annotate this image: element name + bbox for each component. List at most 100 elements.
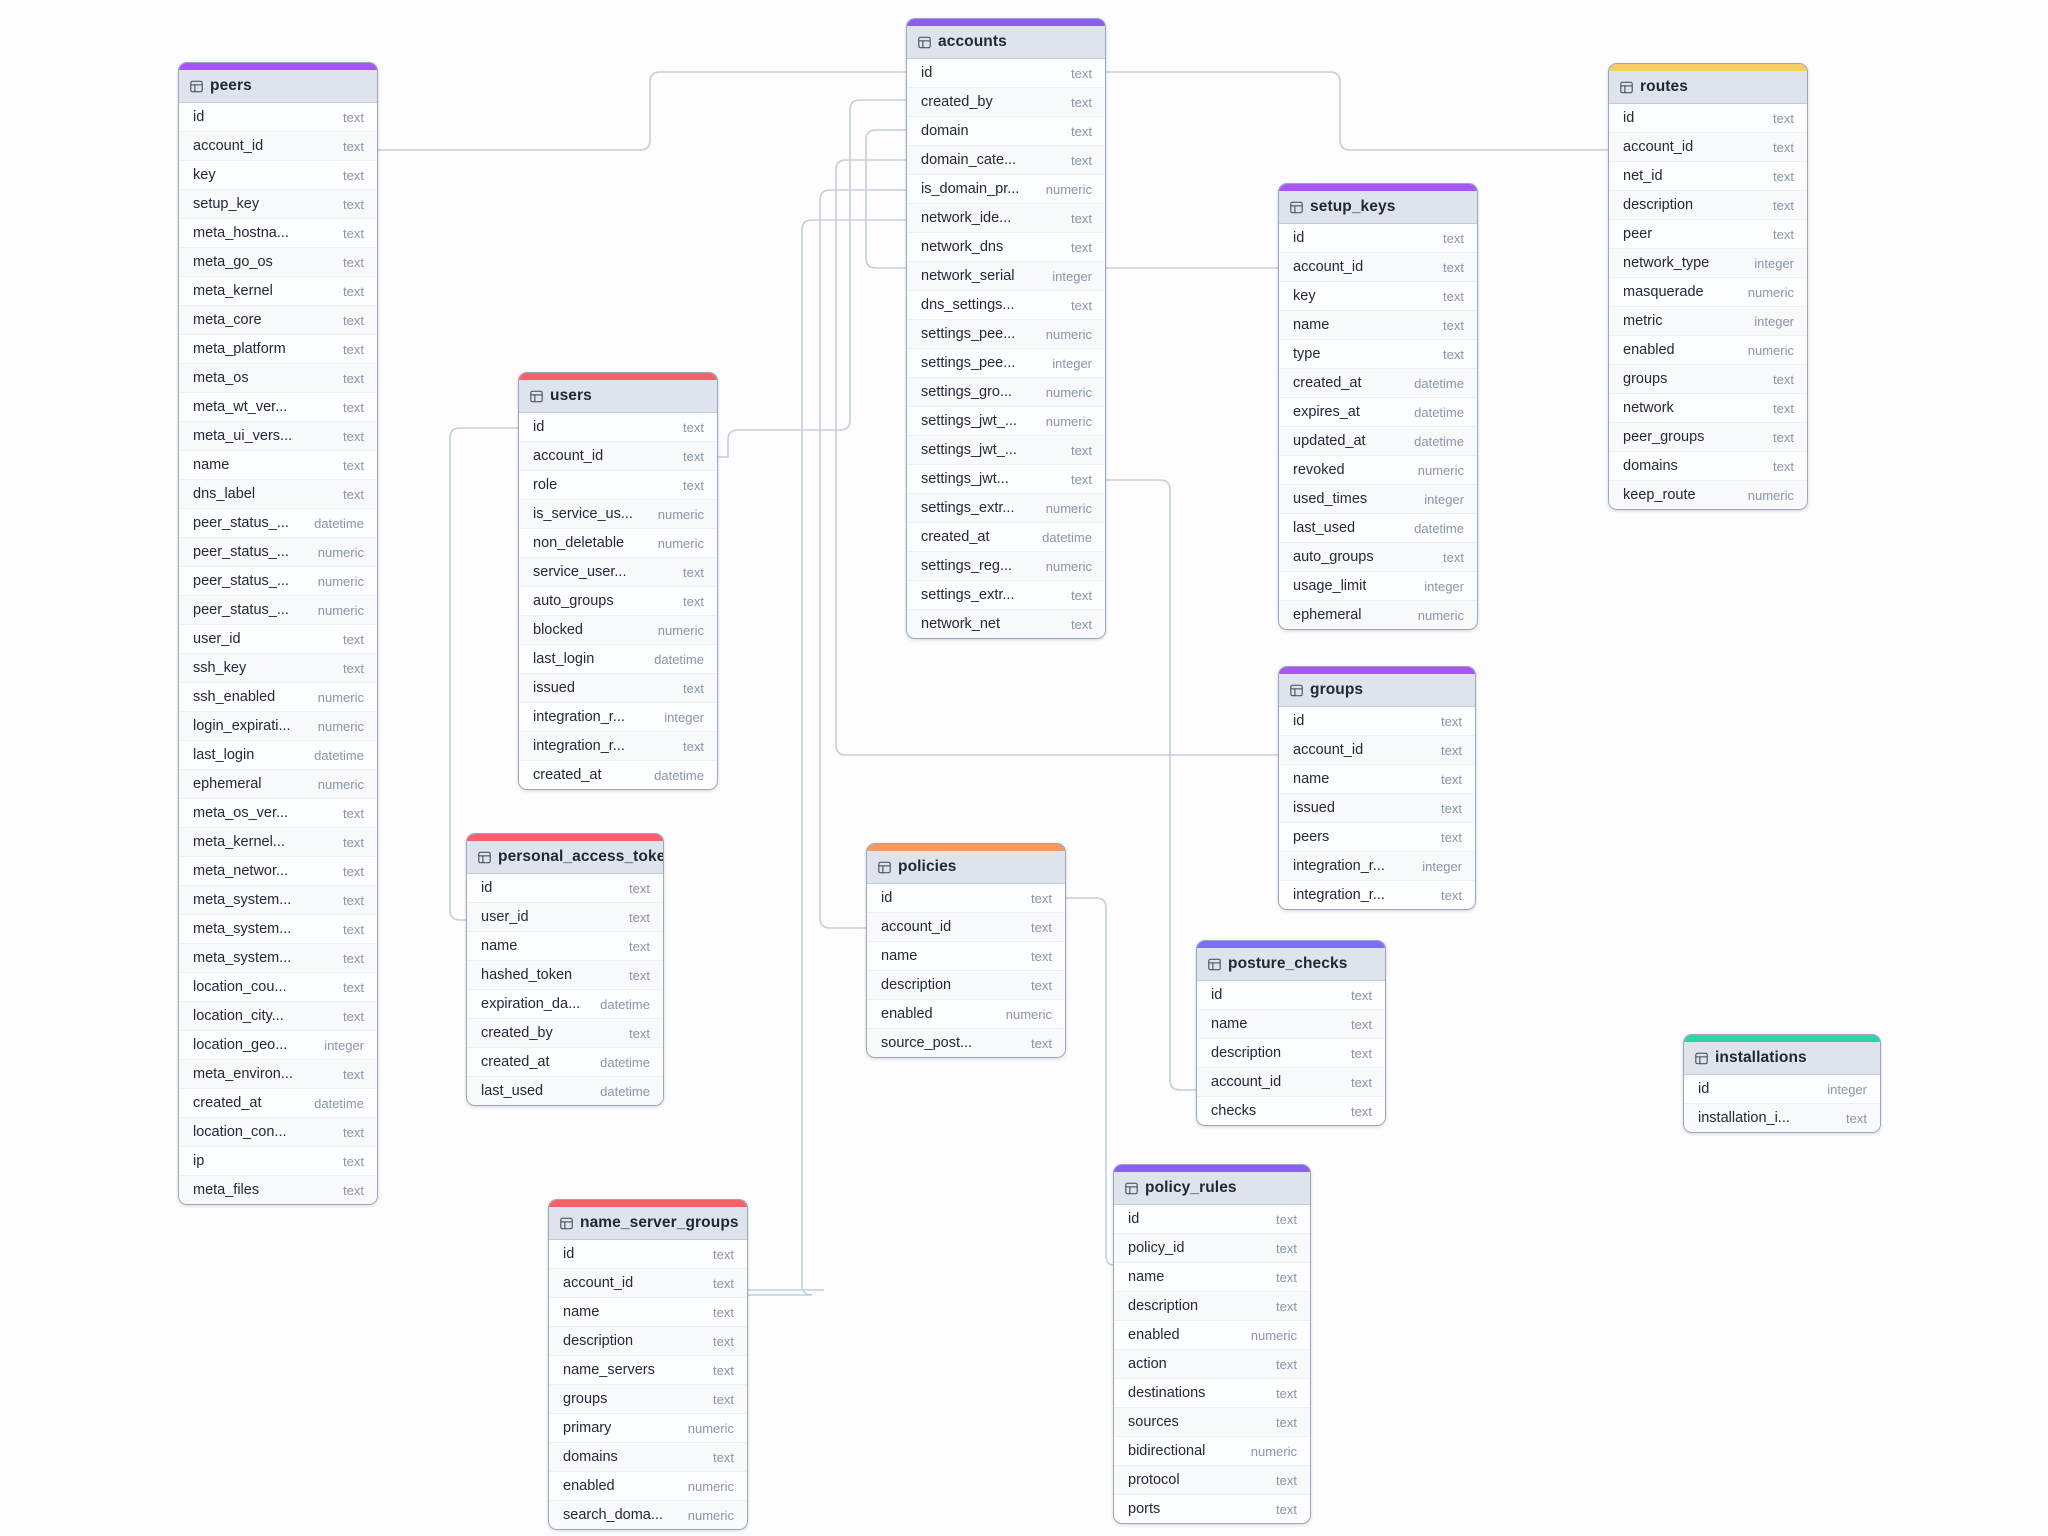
field-row[interactable]: is_domain_pr...numeric	[907, 175, 1105, 204]
field-row[interactable]: meta_networ...text	[179, 857, 377, 886]
field-row[interactable]: meta_system...text	[179, 944, 377, 973]
field-row[interactable]: location_geo...integer	[179, 1031, 377, 1060]
field-row[interactable]: location_cou...text	[179, 973, 377, 1002]
field-row[interactable]: meta_wt_ver...text	[179, 393, 377, 422]
field-row[interactable]: network_ide...text	[907, 204, 1105, 233]
field-row[interactable]: is_service_us...numeric	[519, 500, 717, 529]
field-row[interactable]: integration_r...integer	[519, 703, 717, 732]
field-row[interactable]: settings_gro...numeric	[907, 378, 1105, 407]
table-header-users[interactable]: users	[519, 380, 717, 413]
table-header-routes[interactable]: routes	[1609, 71, 1807, 104]
field-row[interactable]: source_post...text	[867, 1029, 1065, 1057]
field-row[interactable]: settings_jwt_...numeric	[907, 407, 1105, 436]
field-row[interactable]: dns_settings...text	[907, 291, 1105, 320]
field-row[interactable]: settings_jwt_...text	[907, 436, 1105, 465]
field-row[interactable]: settings_extr...text	[907, 581, 1105, 610]
field-row[interactable]: integration_r...text	[519, 732, 717, 761]
field-row[interactable]: meta_system...text	[179, 886, 377, 915]
table-header-posture_checks[interactable]: posture_checks	[1197, 948, 1385, 981]
field-row[interactable]: meta_hostna...text	[179, 219, 377, 248]
field-row[interactable]: peer_status_...numeric	[179, 567, 377, 596]
field-row[interactable]: peer_status_...numeric	[179, 596, 377, 625]
field-row[interactable]: login_expirati...numeric	[179, 712, 377, 741]
table-node-personal_access_tokens[interactable]: personal_access_tokens idtextuser_idtext…	[466, 833, 664, 1106]
field-row[interactable]: meta_os_ver...text	[179, 799, 377, 828]
table-header-policy_rules[interactable]: policy_rules	[1114, 1172, 1310, 1205]
field-row[interactable]: peer_status_...numeric	[179, 538, 377, 567]
field-row[interactable]: settings_pee...numeric	[907, 320, 1105, 349]
table-header-installations[interactable]: installations	[1684, 1042, 1880, 1075]
table-header-peers[interactable]: peers	[179, 70, 377, 103]
